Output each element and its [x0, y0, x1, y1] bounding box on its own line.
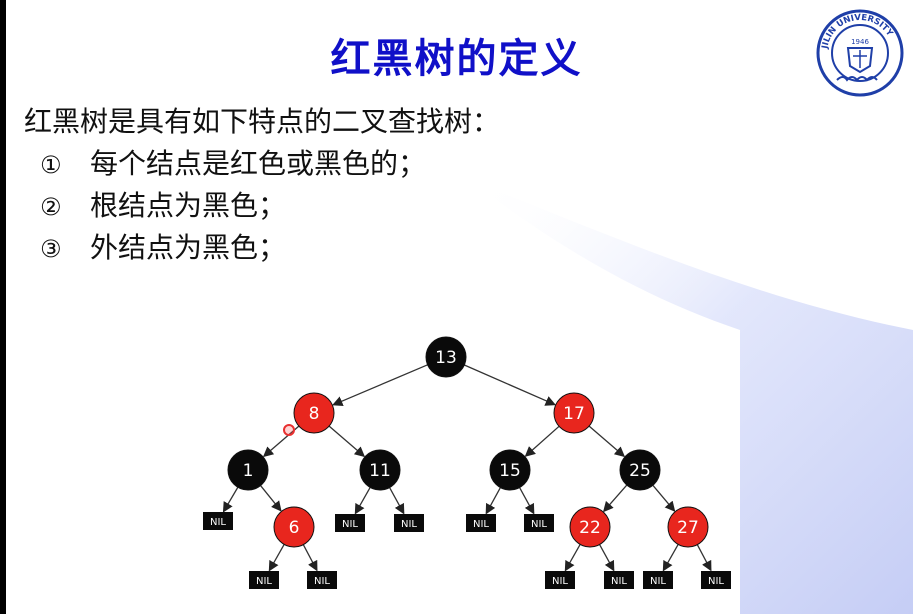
node-label: 1	[243, 461, 254, 481]
tree-node-8: 8	[293, 392, 335, 434]
pointer-cursor-icon	[283, 424, 295, 436]
rule-marker: ②	[40, 193, 62, 221]
node-label: 17	[563, 404, 585, 424]
node-label: 22	[579, 518, 601, 538]
nil-box	[701, 571, 731, 589]
nil-leaf: NIL	[604, 571, 634, 589]
node-label: 13	[435, 348, 457, 368]
node-label: 25	[629, 461, 651, 481]
tree-edge	[485, 487, 501, 515]
tree-edge	[519, 487, 535, 515]
nil-leaf: NIL	[466, 514, 496, 532]
rule-item: ③ 外结点为黑色；	[40, 226, 286, 266]
nil-label: NIL	[210, 517, 226, 528]
rule-item: ① 每个结点是红色或黑色的；	[40, 142, 426, 182]
nil-box	[604, 571, 634, 589]
node-label: 6	[289, 518, 300, 538]
nil-label: NIL	[342, 519, 358, 530]
tree-edge	[332, 364, 428, 407]
node-circle	[273, 506, 315, 548]
node-circle	[619, 449, 661, 491]
intro-text: 红黑树是具有如下特点的二叉查找树：	[24, 105, 501, 138]
tree-edge	[268, 544, 285, 572]
tree-edge	[652, 484, 676, 512]
nil-leaf: NIL	[335, 514, 365, 532]
rule-item: ② 根结点为黑色；	[40, 184, 286, 224]
node-circle	[293, 392, 335, 434]
rule-marker: ①	[40, 151, 62, 179]
rule-text: 外结点为黑色；	[90, 231, 287, 264]
tree-edge	[354, 487, 371, 515]
nil-label: NIL	[401, 519, 417, 530]
rule-marker: ③	[40, 235, 62, 263]
rule-text: 每个结点是红色或黑色的；	[90, 147, 427, 180]
node-circle	[359, 449, 401, 491]
nil-leaf: NIL	[701, 571, 731, 589]
nil-box	[203, 512, 233, 530]
tree-edge	[564, 544, 581, 572]
nil-label: NIL	[611, 576, 627, 587]
page-title: 红黑树的定义	[330, 36, 583, 82]
node-label: 27	[677, 518, 699, 538]
nil-label: NIL	[708, 576, 724, 587]
tree-edge	[696, 544, 712, 572]
nil-label: NIL	[552, 576, 568, 587]
tree-node-11: 11	[359, 449, 401, 491]
tree-edge	[599, 544, 615, 572]
nil-leaf: NIL	[307, 571, 337, 589]
tree-edge	[389, 487, 405, 515]
nil-leaf: NIL	[545, 571, 575, 589]
node-label: 15	[499, 461, 521, 481]
tree-node-6: 6	[273, 506, 315, 548]
node-circle	[667, 506, 709, 548]
nil-label: NIL	[256, 576, 272, 587]
tree-edge	[464, 364, 556, 406]
nil-box	[466, 514, 496, 532]
tree-node-17: 17	[553, 392, 595, 434]
nil-box	[307, 571, 337, 589]
tree-edge	[602, 484, 628, 513]
node-circle	[227, 449, 269, 491]
logo-year: 1946	[851, 38, 869, 46]
node-circle	[569, 506, 611, 548]
tree-node-13: 13	[425, 336, 467, 378]
nil-leaf: NIL	[643, 571, 673, 589]
jilin-university-seal-icon: JILIN UNIVERSITY 1946	[816, 9, 904, 97]
tree-edge	[524, 425, 560, 457]
tree-edge	[328, 425, 366, 458]
node-label: 11	[369, 461, 391, 481]
rule-text: 根结点为黑色；	[90, 189, 287, 222]
tree-edge	[588, 425, 626, 458]
tree-edge	[260, 485, 282, 512]
nil-label: NIL	[314, 576, 330, 587]
node-label: 8	[309, 404, 320, 424]
tree-node-15: 15	[489, 449, 531, 491]
nil-label: NIL	[531, 519, 547, 530]
nil-leaf: NIL	[394, 514, 424, 532]
nil-box	[394, 514, 424, 532]
tree-node-25: 25	[619, 449, 661, 491]
tree-edge	[302, 544, 318, 572]
tree-node-27: 27	[667, 506, 709, 548]
nil-label: NIL	[473, 519, 489, 530]
nil-leaf: NIL	[249, 571, 279, 589]
nil-label: NIL	[650, 576, 666, 587]
nil-box	[335, 514, 365, 532]
tree-node-22: 22	[569, 506, 611, 548]
node-circle	[553, 392, 595, 434]
nil-box	[524, 514, 554, 532]
nil-leaf: NIL	[524, 514, 554, 532]
nil-box	[249, 571, 279, 589]
tree-node-1: 1	[227, 449, 269, 491]
nil-box	[643, 571, 673, 589]
tree-edge	[222, 486, 239, 513]
nil-box	[545, 571, 575, 589]
node-circle	[489, 449, 531, 491]
nil-leaf: NIL	[203, 512, 233, 530]
node-circle	[425, 336, 467, 378]
tree-edge	[662, 544, 679, 572]
